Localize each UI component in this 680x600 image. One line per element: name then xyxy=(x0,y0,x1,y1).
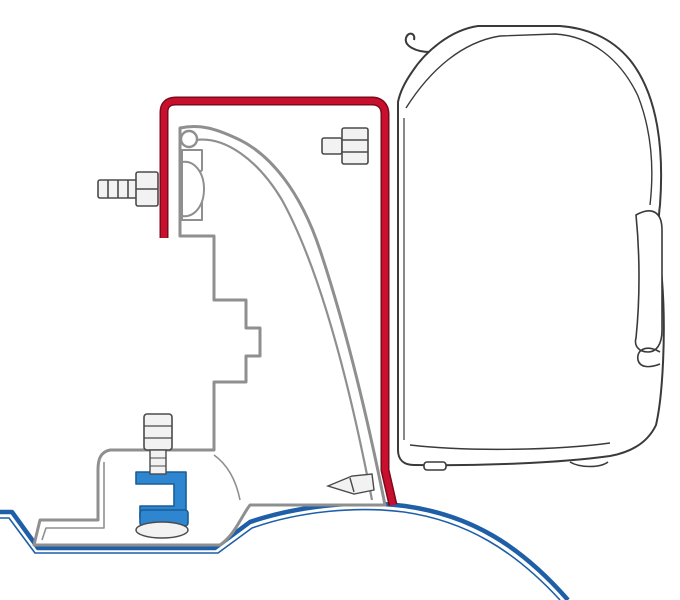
bolt-head xyxy=(181,160,206,218)
bracket-base-inner xyxy=(41,462,105,541)
red-plate-inner xyxy=(161,98,396,506)
cassette-side-bulge xyxy=(634,210,663,353)
cassette-notch xyxy=(636,347,661,368)
red-support-plate xyxy=(159,96,398,507)
vehicle-roof-profile xyxy=(0,501,570,600)
rail-screw xyxy=(325,473,375,495)
mounting-adapter-bracket xyxy=(32,125,387,547)
cassette-front-contour xyxy=(405,33,653,206)
awning-cassette xyxy=(397,25,665,471)
clamp-screw-head xyxy=(135,521,189,539)
roof-clamp xyxy=(135,413,189,539)
bracket-wall xyxy=(32,125,387,547)
clamp-icon xyxy=(135,471,187,519)
cassette-foot-right xyxy=(569,461,609,468)
cassette-body xyxy=(397,25,665,467)
top-nut xyxy=(321,127,369,165)
clamp-bolt-shaft xyxy=(149,449,167,475)
top-nut-icon xyxy=(341,127,369,165)
top-bolt-icon xyxy=(321,137,343,155)
wall-bolt xyxy=(97,160,206,218)
bracket-foot-rise xyxy=(213,454,241,501)
screw-thread xyxy=(349,477,355,493)
cassette-bottom-rail xyxy=(409,442,611,451)
cassette-top-hook xyxy=(404,32,431,53)
roof-inner-line xyxy=(0,508,561,600)
rail-slot xyxy=(179,129,199,149)
clamp-stud-upper xyxy=(143,413,173,451)
bracket-inner-curve xyxy=(195,138,374,501)
roof-outer-line xyxy=(0,501,570,600)
cassette-foot-left xyxy=(423,461,447,471)
